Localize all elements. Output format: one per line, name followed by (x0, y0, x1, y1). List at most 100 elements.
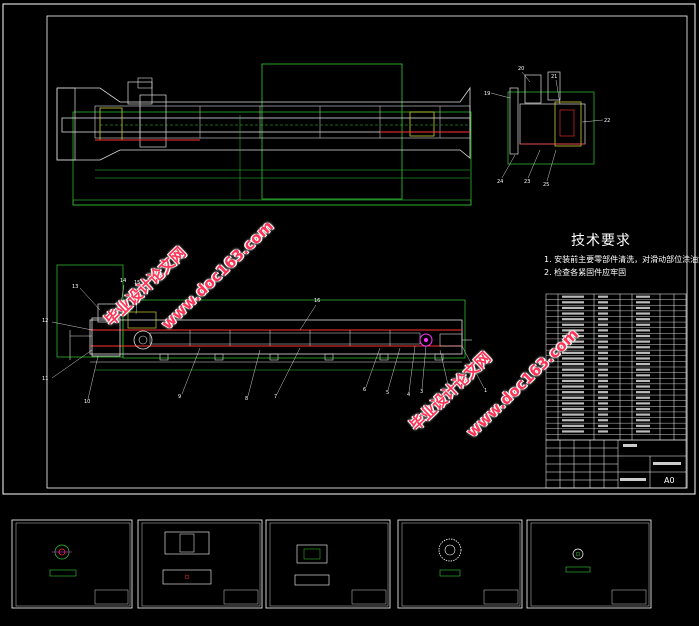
table-cell-text (636, 306, 650, 310)
part-label: 7 (274, 394, 277, 400)
detail-sheet-1 (11, 519, 133, 609)
table-cell-text (636, 379, 650, 383)
part-label: 4 (407, 392, 410, 398)
table-cell-text (598, 379, 608, 383)
table-cell-text (598, 340, 608, 343)
table-cell-text (562, 385, 584, 388)
table-cell-text (636, 346, 650, 349)
table-cell-text (636, 413, 650, 416)
table-cell-text (636, 301, 650, 304)
table-cell-text (598, 346, 608, 349)
table-cell-text (562, 430, 584, 433)
table-cell-text (598, 295, 608, 298)
part-label: 6 (363, 387, 366, 393)
side-label: 24 (497, 179, 503, 185)
table-cell-text (636, 374, 650, 377)
table-cell-text (562, 391, 584, 394)
table-cell-text (562, 402, 584, 405)
part-label: 8 (245, 396, 248, 402)
table-cell-text (562, 346, 584, 349)
title-block (545, 439, 687, 489)
table-cell-text (636, 430, 650, 433)
table-cell-text (562, 306, 584, 310)
top-plan-view (56, 63, 472, 206)
table-cell-text (598, 301, 608, 304)
table-cell-text (636, 340, 650, 343)
part-label: 13 (72, 284, 78, 290)
table-cell-text (598, 419, 608, 422)
table-cell-text (636, 312, 650, 315)
part-label: 15 (134, 280, 140, 286)
table-cell-text (598, 306, 608, 310)
side-label: 23 (524, 179, 530, 185)
part-label: 10 (84, 399, 90, 405)
table-cell-text (598, 413, 608, 416)
table-cell-text (636, 334, 650, 338)
sheet-size-label: A0 (664, 476, 675, 485)
table-cell-text (636, 329, 650, 332)
technical-requirements-title: 技术要求 (571, 233, 631, 249)
table-cell-text (598, 402, 608, 405)
outer-frame (2, 3, 696, 495)
table-cell-text (598, 424, 608, 427)
table-cell-text (562, 329, 584, 332)
part-label: 9 (178, 394, 181, 400)
table-cell-text (598, 334, 608, 338)
part-label: 14 (120, 278, 126, 284)
parts-list-rows (546, 295, 686, 435)
table-cell-text (562, 312, 584, 315)
table-cell-text (598, 323, 608, 326)
part-labels: 1 2 3 4 5 6 7 8 9 10 11 12 13 14 15 16 (42, 278, 487, 405)
side-label: 19 (484, 91, 490, 97)
table-cell-text (598, 396, 608, 399)
table-cell-text (562, 323, 584, 326)
table-cell-text (636, 385, 650, 388)
table-cell-text (598, 368, 608, 371)
part-label: 12 (42, 318, 48, 324)
table-cell-text (636, 323, 650, 326)
table-cell-text (562, 301, 584, 304)
table-cell-text (562, 295, 584, 298)
table-cell-text (562, 368, 584, 371)
table-cell-text (636, 318, 650, 321)
table-cell-text (636, 402, 650, 405)
table-cell-text (636, 396, 650, 399)
table-cell-text (562, 424, 584, 427)
table-cell-text (598, 318, 608, 321)
table-cell-text (562, 374, 584, 377)
table-cell-text (598, 312, 608, 315)
table-cell-text (598, 407, 608, 411)
detail-sheet-3 (265, 519, 391, 609)
table-cell-text (562, 340, 584, 343)
table-cell-text (562, 419, 584, 422)
part-label: 5 (386, 390, 389, 396)
table-cell-text (598, 362, 608, 366)
detail-sheet-5 (526, 519, 652, 609)
table-cell-text (598, 391, 608, 394)
side-label: 22 (604, 118, 610, 124)
side-label: 21 (551, 74, 557, 80)
part-label: 16 (314, 298, 320, 304)
table-cell-text (562, 362, 584, 366)
table-cell-text (562, 334, 584, 338)
table-cell-text (636, 391, 650, 394)
table-cell-text (562, 357, 584, 360)
part-label: 1 (484, 388, 487, 394)
side-label: 25 (543, 182, 549, 188)
table-cell-text (562, 413, 584, 416)
table-cell-text (562, 379, 584, 383)
table-cell-text (598, 351, 608, 354)
front-elevation-view (56, 264, 472, 371)
table-cell-text (562, 407, 584, 411)
detail-sheet-2 (137, 519, 263, 609)
table-cell-text (598, 329, 608, 332)
part-label: 3 (420, 389, 423, 395)
table-cell-text (562, 396, 584, 399)
table-cell-text (562, 318, 584, 321)
table-cell-text (636, 357, 650, 360)
table-cell-text (562, 351, 584, 354)
table-cell-text (636, 419, 650, 422)
side-view: 19 20 21 22 23 24 25 (484, 66, 610, 188)
table-cell-text (636, 351, 650, 354)
